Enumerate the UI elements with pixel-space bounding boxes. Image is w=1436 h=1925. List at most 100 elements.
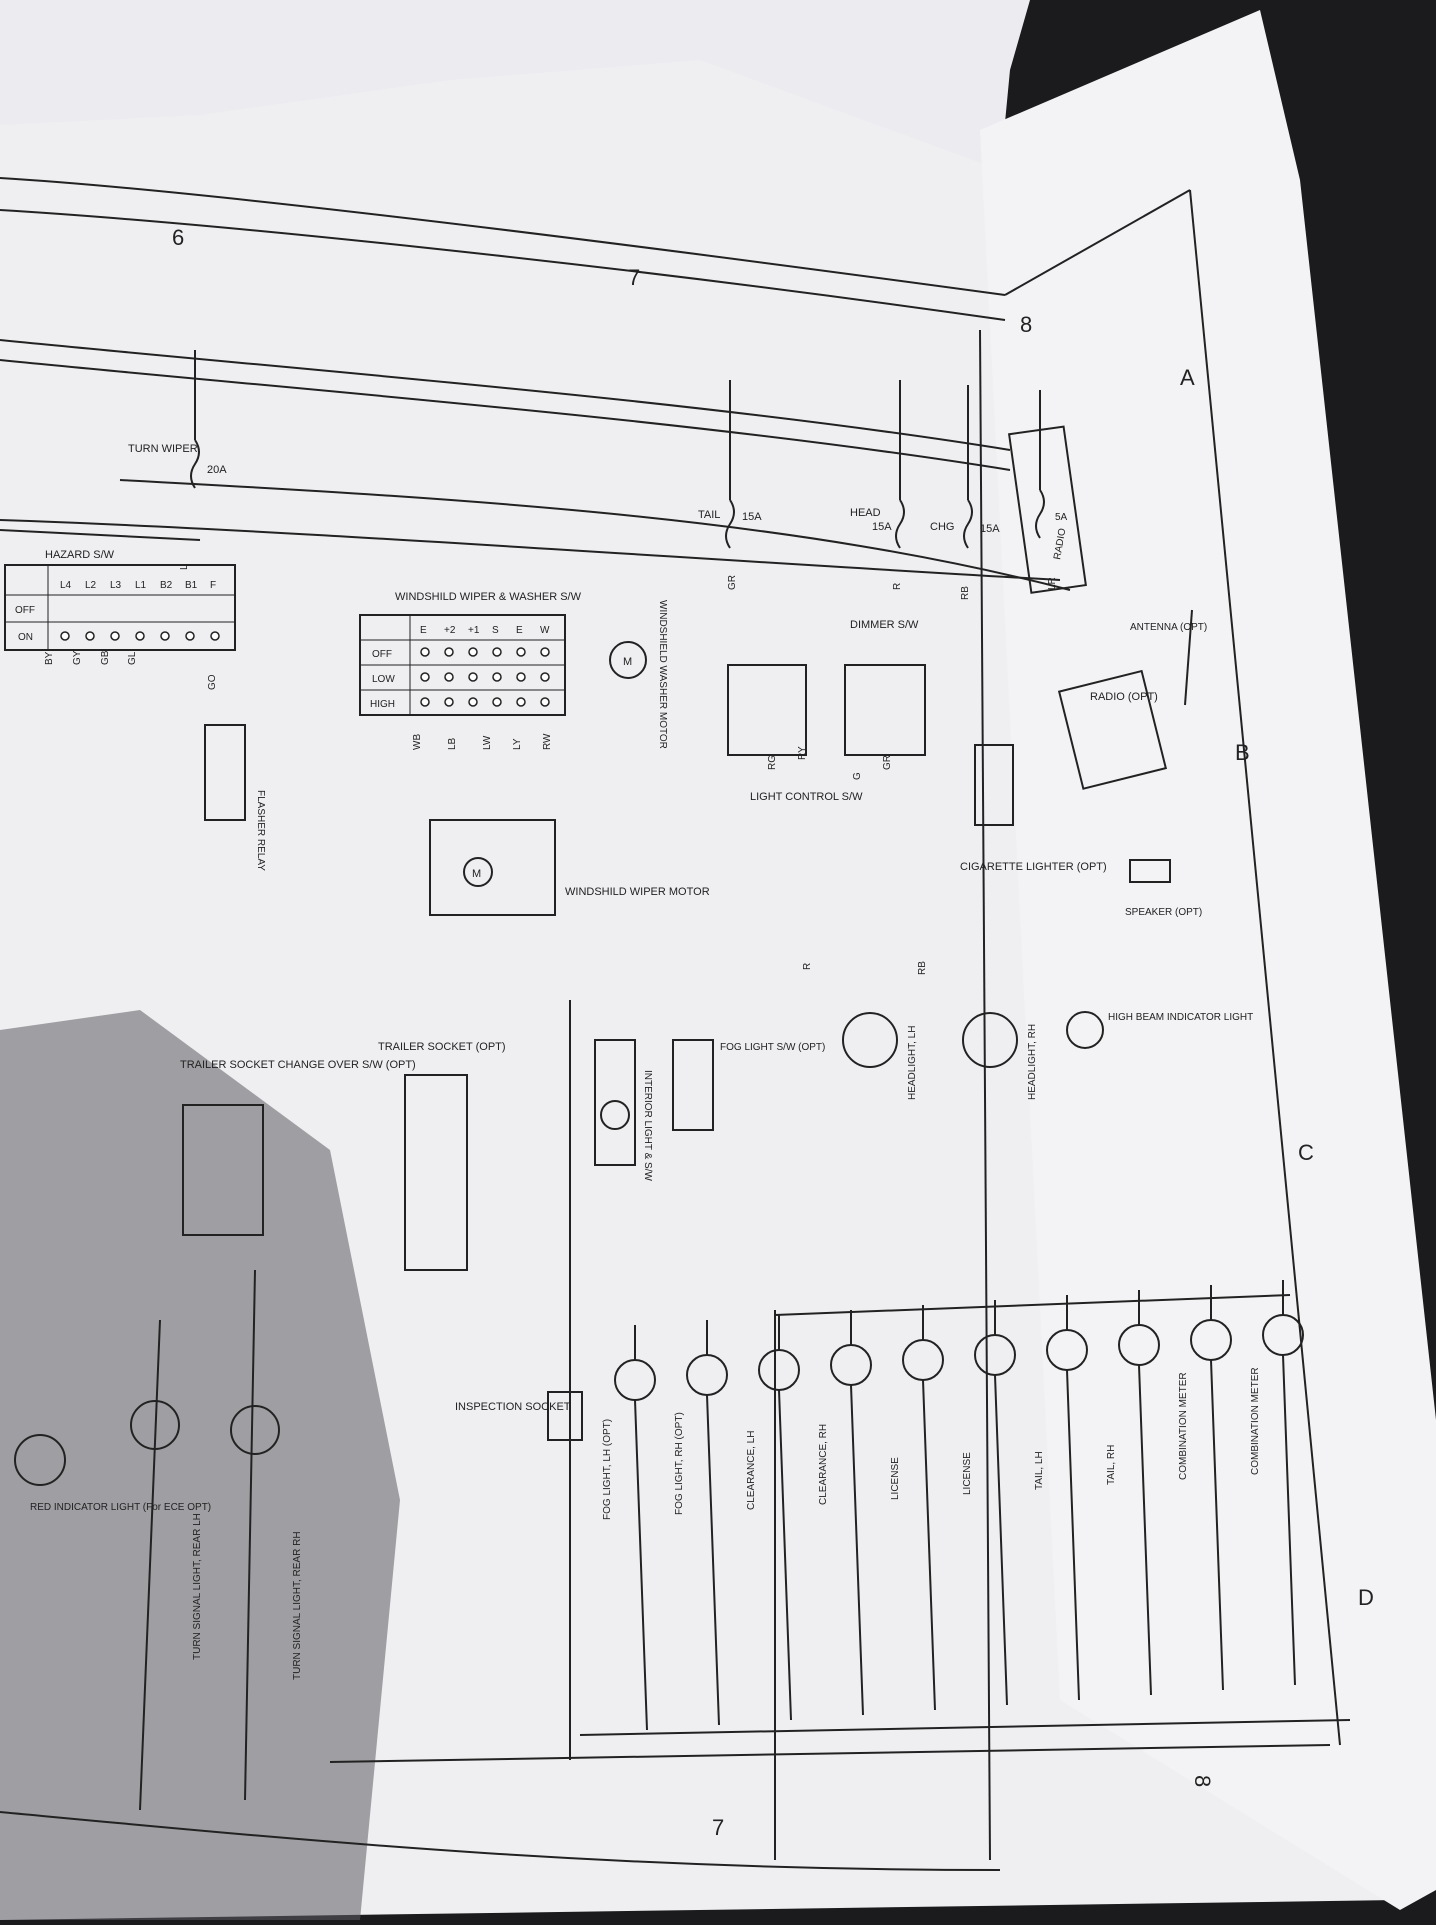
zone-column-8-bottom: 8 — [1190, 1775, 1215, 1787]
hazard-terminal-label: L3 — [110, 580, 122, 591]
fuse-turn-wiper: TURN WIPER 20A — [128, 350, 227, 489]
wire-code-label: RB — [960, 586, 971, 600]
wiper-contact — [492, 647, 502, 657]
hazard-contact — [210, 631, 220, 641]
wiper-terminal-label: +2 — [444, 625, 456, 636]
wire-code-label: BY — [44, 651, 55, 665]
wire-code-label: GR — [882, 755, 893, 770]
fuse-chg-rating: 15A — [980, 523, 1000, 535]
lamp-label: LICENSE — [890, 1457, 901, 1500]
zone-column-7-bottom: 7 — [712, 1815, 724, 1840]
lamp-symbol: COMBINATION METER — [1250, 1280, 1304, 1686]
antenna: ANTENNA (OPT) — [1130, 609, 1207, 706]
wiper-contact — [540, 697, 550, 707]
fog-light-switch: FOG LIGHT S/W (OPT) — [672, 1039, 825, 1131]
zone-column-8: 8 — [1020, 312, 1032, 337]
lamp-label: CLEARANCE, LH — [746, 1431, 757, 1510]
wiper-contact — [540, 647, 550, 657]
dimmer-switch-label: DIMMER S/W — [850, 619, 919, 631]
zone-column-6: 6 — [172, 225, 184, 250]
wiper-motor: M WINDSHILD WIPER MOTOR — [429, 819, 710, 916]
hazard-position-on: ON — [18, 632, 33, 643]
zone-row-c: C — [1298, 1140, 1314, 1165]
hazard-terminal-label: L4 — [60, 580, 72, 591]
wire-code-label: G — [852, 772, 863, 780]
flasher-relay: FLASHER RELAY — [204, 724, 266, 871]
wiper-contact — [444, 647, 454, 657]
high-beam-label: HIGH BEAM INDICATOR LIGHT — [1108, 1012, 1253, 1023]
wiper-motor-label: WINDSHILD WIPER MOTOR — [565, 886, 710, 898]
lamp-label: CLEARANCE, RH — [818, 1424, 829, 1505]
dimmer-switch: DIMMER S/W — [844, 619, 926, 756]
wiper-switch: WINDSHILD WIPER & WASHER S/W OFF LOW HIG… — [359, 591, 582, 716]
headlight-lh-label: HEADLIGHT, LH — [907, 1026, 918, 1100]
wire-code-label: L — [179, 564, 190, 570]
inspection-socket: INSPECTION SOCKET — [455, 1391, 583, 1441]
headlight-rh: HEADLIGHT, RH — [962, 1012, 1038, 1100]
speaker-label: SPEAKER (OPT) — [1125, 907, 1202, 918]
lamp-symbol: CLEARANCE, RH — [818, 1310, 872, 1716]
interior-light: INTERIOR LIGHT & S/W — [594, 1039, 653, 1181]
lamp-symbol: FOG LIGHT, LH (OPT) — [602, 1325, 656, 1731]
wiper-contact — [420, 672, 430, 682]
wiper-contact — [516, 697, 526, 707]
wire-code-label: R — [802, 963, 813, 970]
cigarette-lighter-label: CIGARETTE LIGHTER (OPT) — [960, 861, 1107, 873]
wire-code-label: RG — [767, 755, 778, 770]
radio-unit: RADIO (OPT) — [1057, 669, 1168, 790]
wiper-terminal-label: W — [540, 625, 550, 636]
hazard-contact — [135, 631, 145, 641]
antenna-label: ANTENNA (OPT) — [1130, 622, 1207, 633]
high-beam-indicator: HIGH BEAM INDICATOR LIGHT — [1066, 1011, 1253, 1049]
wiper-contact — [420, 697, 430, 707]
fuse-head-name: HEAD — [850, 507, 881, 519]
hazard-contact — [185, 631, 195, 641]
ground-bus-bottom — [579, 1719, 1351, 1736]
interior-light-label: INTERIOR LIGHT & S/W — [642, 1070, 653, 1181]
trailer-change-switch: TRAILER SOCKET CHANGE OVER S/W (OPT) — [180, 1059, 416, 1236]
hazard-contact — [85, 631, 95, 641]
turn-rear-rh-label: TURN SIGNAL LIGHT, REAR RH — [292, 1531, 303, 1680]
hazard-terminal-label: B1 — [185, 580, 198, 591]
washer-motor-label: WINDSHIELD WASHER MOTOR — [657, 600, 668, 749]
hazard-position-off: OFF — [15, 605, 35, 616]
wiper-switch-title: WINDSHILD WIPER & WASHER S/W — [395, 591, 582, 603]
wiper-contact — [420, 647, 430, 657]
lamp-symbol: COMBINATION METER — [1178, 1285, 1232, 1691]
wiper-contact — [468, 697, 478, 707]
lamp-symbol: TAIL, LH — [1034, 1295, 1088, 1701]
turn-rear-lh-label: TURN SIGNAL LIGHT, REAR LH — [192, 1513, 203, 1660]
wiper-contact — [516, 647, 526, 657]
fuse-chg-name: CHG — [930, 521, 954, 533]
hazard-contact — [110, 631, 120, 641]
wire-code-label: RW — [542, 733, 553, 750]
speaker: SPEAKER (OPT) — [1125, 859, 1202, 918]
wire-code-label: GO — [207, 674, 218, 690]
wiper-contact — [492, 697, 502, 707]
lamp-label: FOG LIGHT, LH (OPT) — [602, 1419, 613, 1520]
lamp-symbol: LICENSE — [890, 1305, 944, 1711]
wiper-contact — [444, 697, 454, 707]
fuse-head-rating: 15A — [872, 521, 892, 533]
hazard-terminal-label: L1 — [135, 580, 147, 591]
main-bus — [0, 339, 1071, 591]
ground-return-wires — [139, 1000, 776, 1860]
lamp-symbol: CLEARANCE, LH — [746, 1315, 800, 1721]
fuse-chg: CHG 15A — [930, 385, 1000, 549]
bottom-lamp-row: FOG LIGHT, LH (OPT)FOG LIGHT, RH (OPT)CL… — [602, 1280, 1304, 1731]
zone-row-a: A — [1180, 365, 1195, 390]
cigarette-lighter: CIGARETTE LIGHTER (OPT) — [960, 744, 1107, 873]
hazard-contact — [160, 631, 170, 641]
fuse-tail-name: TAIL — [698, 509, 720, 521]
lamp-label: TAIL, LH — [1034, 1451, 1045, 1490]
red-indicator-light: RED INDICATOR LIGHT (For ECE OPT) — [14, 1434, 211, 1513]
zone-row-d: D — [1358, 1585, 1374, 1610]
lamp-label: COMBINATION METER — [1178, 1372, 1189, 1480]
wire-code-label: RB — [917, 961, 928, 975]
lamp-symbol: LICENSE — [962, 1300, 1016, 1706]
wire-code-label: GR — [727, 575, 738, 590]
wire-code-label: LB — [447, 737, 458, 750]
border-frame — [0, 177, 1341, 1871]
hazard-switch-title: HAZARD S/W — [45, 549, 115, 561]
